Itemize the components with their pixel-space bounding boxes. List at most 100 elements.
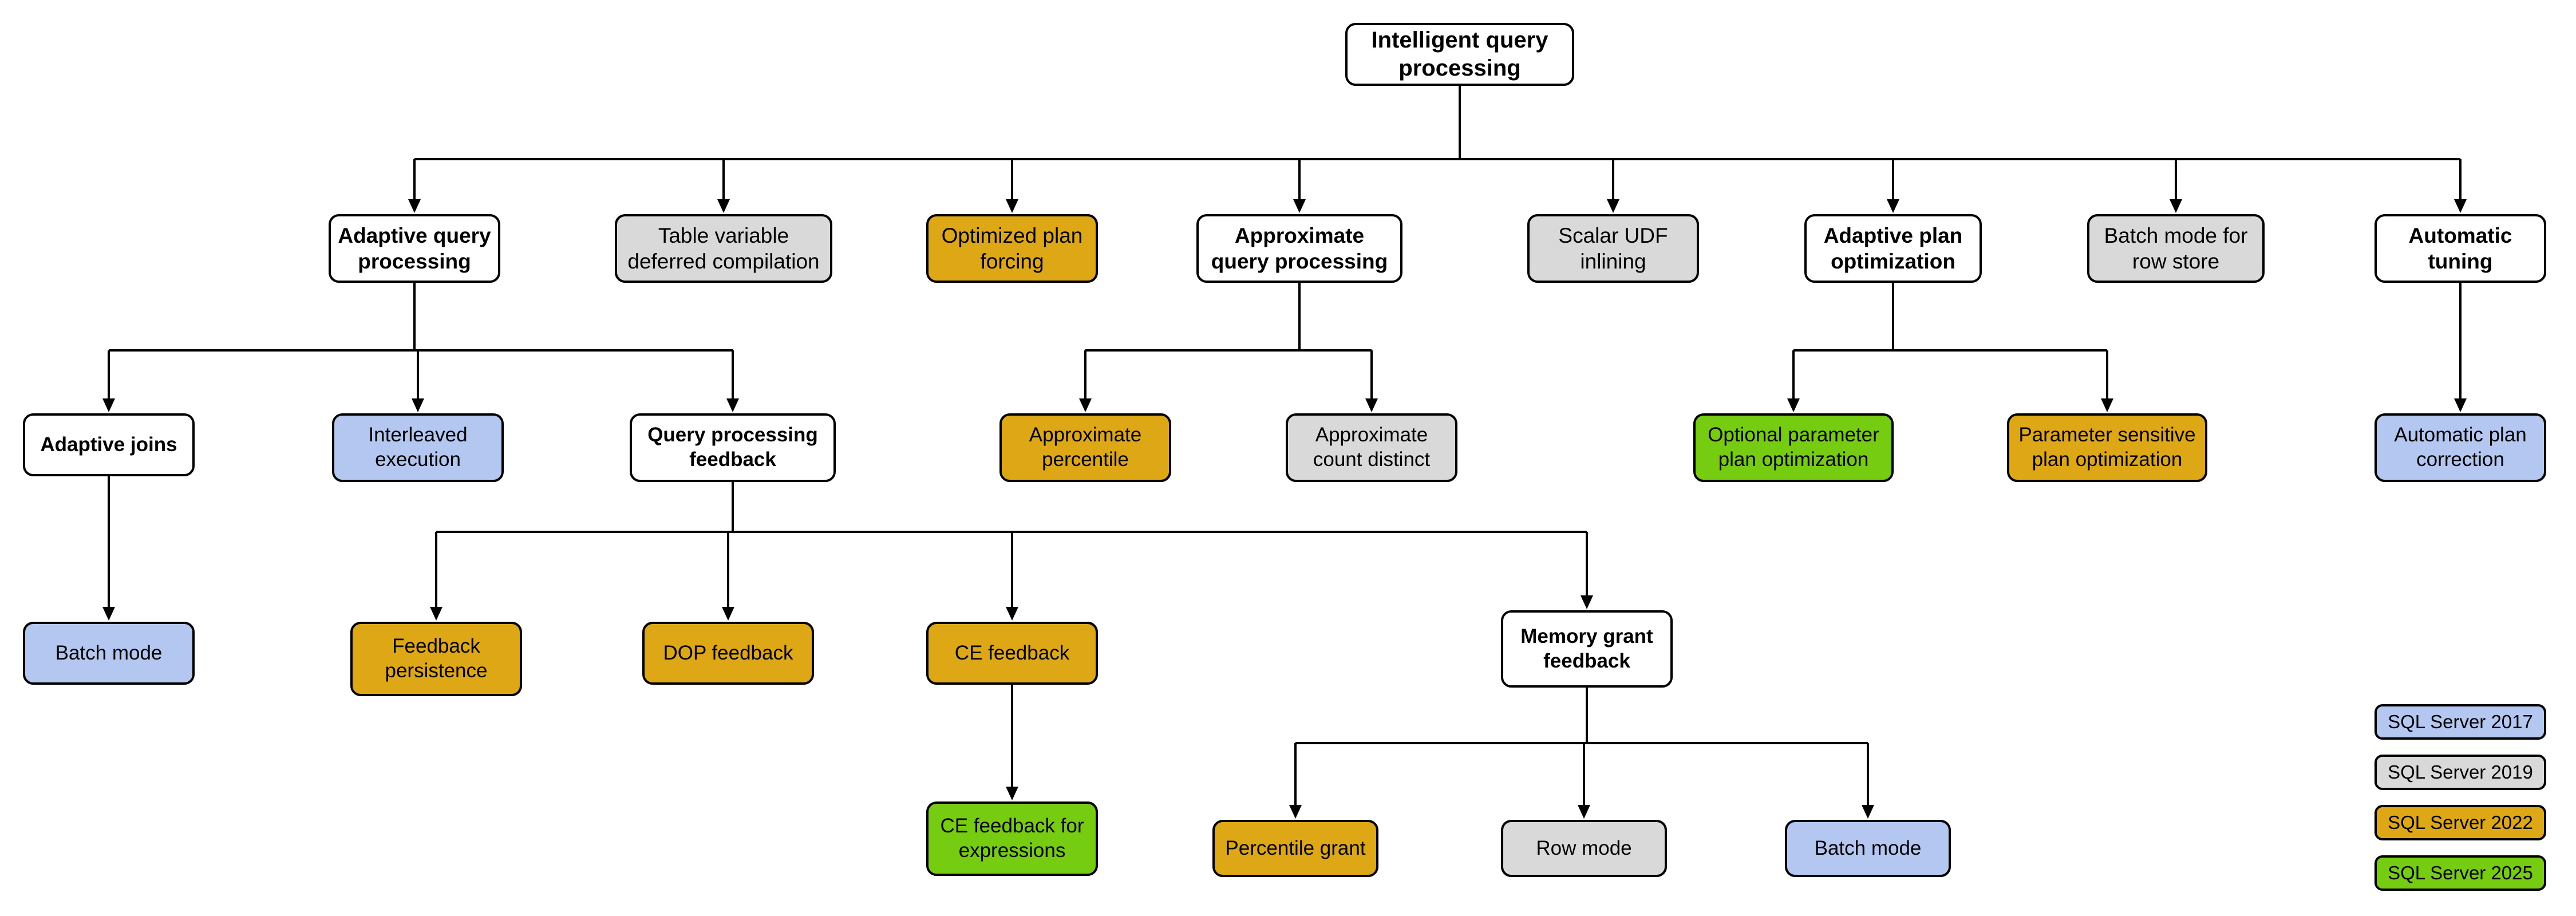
node-adaptive-query-processing[interactable]: Adaptive query processing [329, 214, 500, 283]
connector-bus [414, 158, 2460, 160]
connector-arrowhead [1079, 398, 1092, 412]
node-label: DOP feedback [663, 641, 793, 664]
connector-drop [1867, 743, 1869, 807]
legend-item-sql-server-2017[interactable]: SQL Server 2017 [2374, 704, 2546, 740]
connector-arrowhead [1365, 398, 1378, 412]
node-label: Row mode [1536, 836, 1632, 859]
node-label: Adaptive query processing [338, 223, 491, 273]
node-label: Batch mode [55, 641, 163, 664]
connector-arrowhead [1006, 787, 1018, 800]
node-intelligent-query-processing[interactable]: Intelligent query processing [1345, 23, 1574, 86]
connector-arrowhead [2170, 199, 2182, 213]
node-ce-feedback-for-expressions[interactable]: CE feedback for expressions [926, 802, 1098, 876]
node-label: Approximate count distinct [1313, 424, 1431, 471]
connector-stem [1298, 283, 1301, 350]
connector-drop [1586, 532, 1588, 598]
node-label: Query processing feedback [647, 424, 818, 471]
connector-arrowhead [1862, 805, 1874, 819]
connector-drop [1011, 685, 1013, 789]
connector-drop [435, 532, 437, 609]
connector-drop [2459, 159, 2462, 202]
connector-drop [1294, 743, 1297, 807]
node-percentile-grant[interactable]: Percentile grant [1212, 820, 1378, 877]
connector-stem [1892, 283, 1894, 350]
node-optional-parameter-plan-optimization[interactable]: Optional parameter plan optimization [1693, 413, 1894, 482]
connector-arrowhead [2101, 398, 2113, 412]
legend-item-label: SQL Server 2025 [2388, 862, 2533, 883]
node-automatic-tuning[interactable]: Automatic tuning [2374, 214, 2546, 283]
node-label: Optimized plan forcing [941, 223, 1083, 273]
node-batch-mode-for-row-store[interactable]: Batch mode for row store [2087, 214, 2265, 283]
legend-item-label: SQL Server 2019 [2388, 761, 2533, 783]
node-ce-feedback[interactable]: CE feedback [926, 622, 1098, 685]
legend-item-sql-server-2019[interactable]: SQL Server 2019 [2374, 755, 2546, 790]
connector-drop [1011, 532, 1013, 609]
connector-arrowhead [1006, 199, 1018, 213]
node-approximate-percentile[interactable]: Approximate percentile [999, 413, 1171, 482]
node-label: Approximate query processing [1211, 223, 1388, 273]
connector-drop [1298, 159, 1301, 202]
connector-stem [732, 482, 734, 532]
connector-drop [417, 350, 419, 401]
connector-stem [1586, 688, 1588, 743]
node-label: CE feedback [954, 641, 1070, 664]
connector-arrowhead [726, 398, 739, 412]
node-memory-grant-feedback[interactable]: Memory grant feedback [1501, 610, 1673, 688]
legend-item-sql-server-2025[interactable]: SQL Server 2025 [2374, 855, 2546, 891]
connector-drop [1370, 350, 1373, 401]
node-dop-feedback[interactable]: DOP feedback [642, 622, 814, 685]
legend-item-sql-server-2022[interactable]: SQL Server 2022 [2374, 805, 2546, 840]
connector-bus [1793, 349, 2107, 352]
node-approximate-query-processing[interactable]: Approximate query processing [1196, 214, 1402, 283]
node-label: Scalar UDF inlining [1558, 223, 1668, 273]
connector-arrowhead [1887, 199, 1899, 213]
connector-drop [732, 350, 734, 401]
connector-drop [2459, 283, 2462, 401]
connector-drop [2175, 159, 2177, 202]
connector-arrowhead [430, 607, 442, 621]
connector-arrowhead [1289, 805, 1302, 819]
connector-drop [2106, 350, 2108, 401]
node-approximate-count-distinct[interactable]: Approximate count distinct [1286, 413, 1457, 482]
node-label: Memory grant feedback [1520, 625, 1653, 672]
node-optimized-plan-forcing[interactable]: Optimized plan forcing [926, 214, 1098, 283]
connector-drop [1583, 743, 1585, 807]
connector-drop [1084, 350, 1086, 401]
connector-stem [413, 283, 416, 350]
node-parameter-sensitive-plan-optimization[interactable]: Parameter sensitive plan optimization [2007, 413, 2207, 482]
node-label: Table variable deferred compilation [627, 223, 820, 273]
legend-item-label: SQL Server 2017 [2388, 711, 2533, 732]
connector-arrowhead [2454, 199, 2467, 213]
node-label: Optional parameter plan optimization [1708, 424, 1879, 471]
node-batch-mode[interactable]: Batch mode [23, 622, 195, 685]
connector-drop [108, 350, 110, 401]
node-interleaved-execution[interactable]: Interleaved execution [332, 413, 504, 482]
connector-stem [1459, 86, 1461, 159]
node-label: Adaptive joins [40, 433, 177, 456]
connector-arrowhead [1787, 398, 1800, 412]
node-query-processing-feedback[interactable]: Query processing feedback [630, 413, 836, 482]
connector-arrowhead [408, 199, 421, 213]
connector-arrowhead [412, 398, 424, 412]
legend-item-label: SQL Server 2022 [2388, 812, 2533, 833]
node-table-variable-deferred-compilation[interactable]: Table variable deferred compilation [615, 214, 832, 283]
node-label: Parameter sensitive plan optimization [2018, 424, 2196, 471]
node-adaptive-joins[interactable]: Adaptive joins [23, 413, 195, 476]
node-batch-mode[interactable]: Batch mode [1785, 820, 1951, 877]
node-label: Feedback persistence [385, 635, 488, 682]
node-feedback-persistence[interactable]: Feedback persistence [350, 622, 522, 696]
connector-drop [722, 159, 725, 202]
connector-arrowhead [1006, 607, 1018, 621]
node-label: Percentile grant [1225, 836, 1366, 859]
connector-arrowhead [1578, 805, 1590, 819]
connector-arrowhead [717, 199, 730, 213]
node-label: Automatic plan correction [2394, 424, 2527, 471]
node-label: Batch mode [1814, 836, 1922, 859]
node-scalar-udf-inlining[interactable]: Scalar UDF inlining [1527, 214, 1699, 283]
node-label: Batch mode for row store [2104, 223, 2248, 273]
node-automatic-plan-correction[interactable]: Automatic plan correction [2374, 413, 2546, 482]
node-label: Interleaved execution [368, 424, 468, 471]
node-row-mode[interactable]: Row mode [1501, 820, 1667, 877]
node-adaptive-plan-optimization[interactable]: Adaptive plan optimization [1804, 214, 1982, 283]
